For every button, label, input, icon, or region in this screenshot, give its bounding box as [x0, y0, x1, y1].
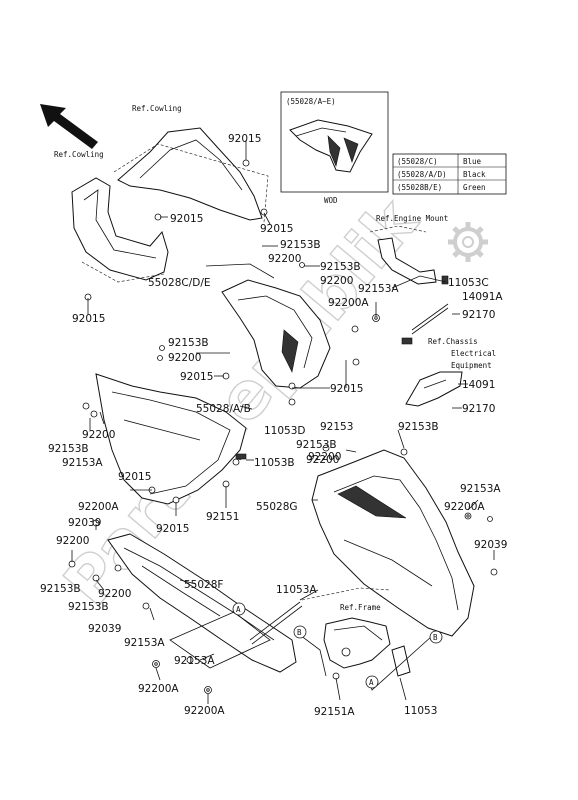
part-label: 92200A [78, 501, 119, 513]
part-label: 92153 [320, 421, 353, 433]
part-label: 92153B [168, 337, 209, 349]
part-label: 92015 [156, 523, 189, 535]
left-cowling-reference [71, 177, 169, 283]
callout-b-top: B [293, 625, 307, 639]
upper-cowling [113, 127, 269, 223]
part-label: 92153A [124, 637, 165, 649]
part-label: 92170 [462, 309, 495, 321]
callout-b-right: B [429, 630, 443, 644]
part-label: 92200 [268, 253, 301, 265]
part-label: 92015 [330, 383, 363, 395]
ref-chassis-line1: Ref.Chassis [428, 337, 478, 346]
part-label: 92200 [56, 535, 89, 547]
part-label: 92200 [168, 352, 201, 364]
part-label: 92200A [138, 683, 179, 695]
inset-title: (55028/A~E) [286, 97, 336, 106]
part-label: 11053A [276, 584, 317, 596]
part-label: 92015 [72, 313, 105, 325]
part-label: 92153B [48, 443, 89, 455]
callout-a-top: A [232, 602, 246, 616]
svg-text:B: B [297, 628, 302, 637]
part-label: 92153B [68, 601, 109, 613]
part-label: 92153A [358, 283, 399, 295]
color-table: (55028/C) Blue (55028/A/D) Black (55028B… [392, 153, 507, 195]
part-label: 92200 [308, 451, 341, 463]
callout-a-bottom: A [365, 675, 379, 689]
part-label: 92200A [444, 501, 485, 513]
part-label: 92200 [98, 588, 131, 600]
svg-text:B: B [433, 633, 438, 642]
part-label: 92200 [306, 454, 339, 466]
leader-lines [71, 140, 495, 704]
part-label: 55028G [256, 501, 298, 513]
part-label: 55028F [184, 579, 223, 591]
svg-text:A: A [369, 678, 374, 687]
chassis-bracket [405, 371, 463, 407]
color-name-3: Green [463, 183, 486, 192]
part-label: 92153A [174, 655, 215, 667]
part-label: 92200 [82, 429, 115, 441]
part-label: 11053D [264, 425, 306, 437]
part-label: 92153B [40, 583, 81, 595]
svg-text:A: A [236, 605, 241, 614]
part-label: 92153B [296, 439, 337, 451]
ref-engine-mount: Ref.Engine Mount [376, 214, 448, 223]
part-label: 92015 [180, 371, 213, 383]
side-cover-55028C [205, 263, 331, 389]
ref-cowling-left: Ref.Cowling [54, 150, 104, 159]
part-label: 92015 [228, 133, 261, 145]
part-label: 92039 [68, 517, 101, 529]
ref-chassis-line2: Electrical [451, 349, 496, 358]
part-label: 14091A [462, 291, 503, 303]
part-label: 11053B [254, 457, 295, 469]
part-label: 92153B [398, 421, 439, 433]
part-label: 92153B [320, 261, 361, 273]
part-label: 92015 [118, 471, 151, 483]
part-label: 92153B [280, 239, 321, 251]
inset-box: (55028/A~E) WOD [280, 91, 389, 205]
ref-cowling-top: Ref.Cowling [132, 104, 182, 113]
lower-cowling-55028G [311, 449, 475, 637]
ref-chassis-line3: Equipment [451, 361, 492, 370]
frame-bracket [323, 617, 411, 677]
part-label: 55028C/D/E [148, 277, 211, 289]
part-label: 55028/A/B [196, 403, 251, 415]
part-label: 92200A [328, 297, 369, 309]
part-label: 92153A [62, 457, 103, 469]
engine-mount-bracket [369, 225, 437, 285]
part-label: 14091 [462, 379, 495, 391]
ref-frame: Ref.Frame [340, 603, 381, 612]
part-label: 92039 [88, 623, 121, 635]
lower-cowling-55028F [107, 533, 297, 673]
color-code-3: (55028B/E) [397, 183, 442, 192]
color-code-2: (55028/A/D) [397, 170, 447, 179]
hardware [68, 159, 498, 694]
part-labels: 92015 92015 92015 92153B 92200 92153B 92… [40, 133, 507, 718]
part-label: 92170 [462, 403, 495, 415]
part-label: 92151 [206, 511, 239, 523]
watermark-gear-icon [448, 222, 488, 262]
part-label: 92200 [320, 275, 353, 287]
part-label: 92151A [314, 706, 355, 718]
color-name-2: Black [463, 170, 486, 179]
inset-caption: WOD [324, 196, 338, 205]
part-label: 92200A [184, 705, 225, 717]
part-label: 11053C [448, 277, 489, 289]
part-label: 92015 [260, 223, 293, 235]
color-code-1: (55028/C) [397, 157, 438, 166]
part-label: 11053 [404, 705, 437, 717]
front-arrow-icon [40, 104, 98, 149]
part-label: 92039 [474, 539, 507, 551]
color-name-1: Blue [463, 157, 482, 166]
part-label: 92153A [460, 483, 501, 495]
lower-cowling-55028A [95, 373, 247, 505]
part-label: 92015 [170, 213, 203, 225]
